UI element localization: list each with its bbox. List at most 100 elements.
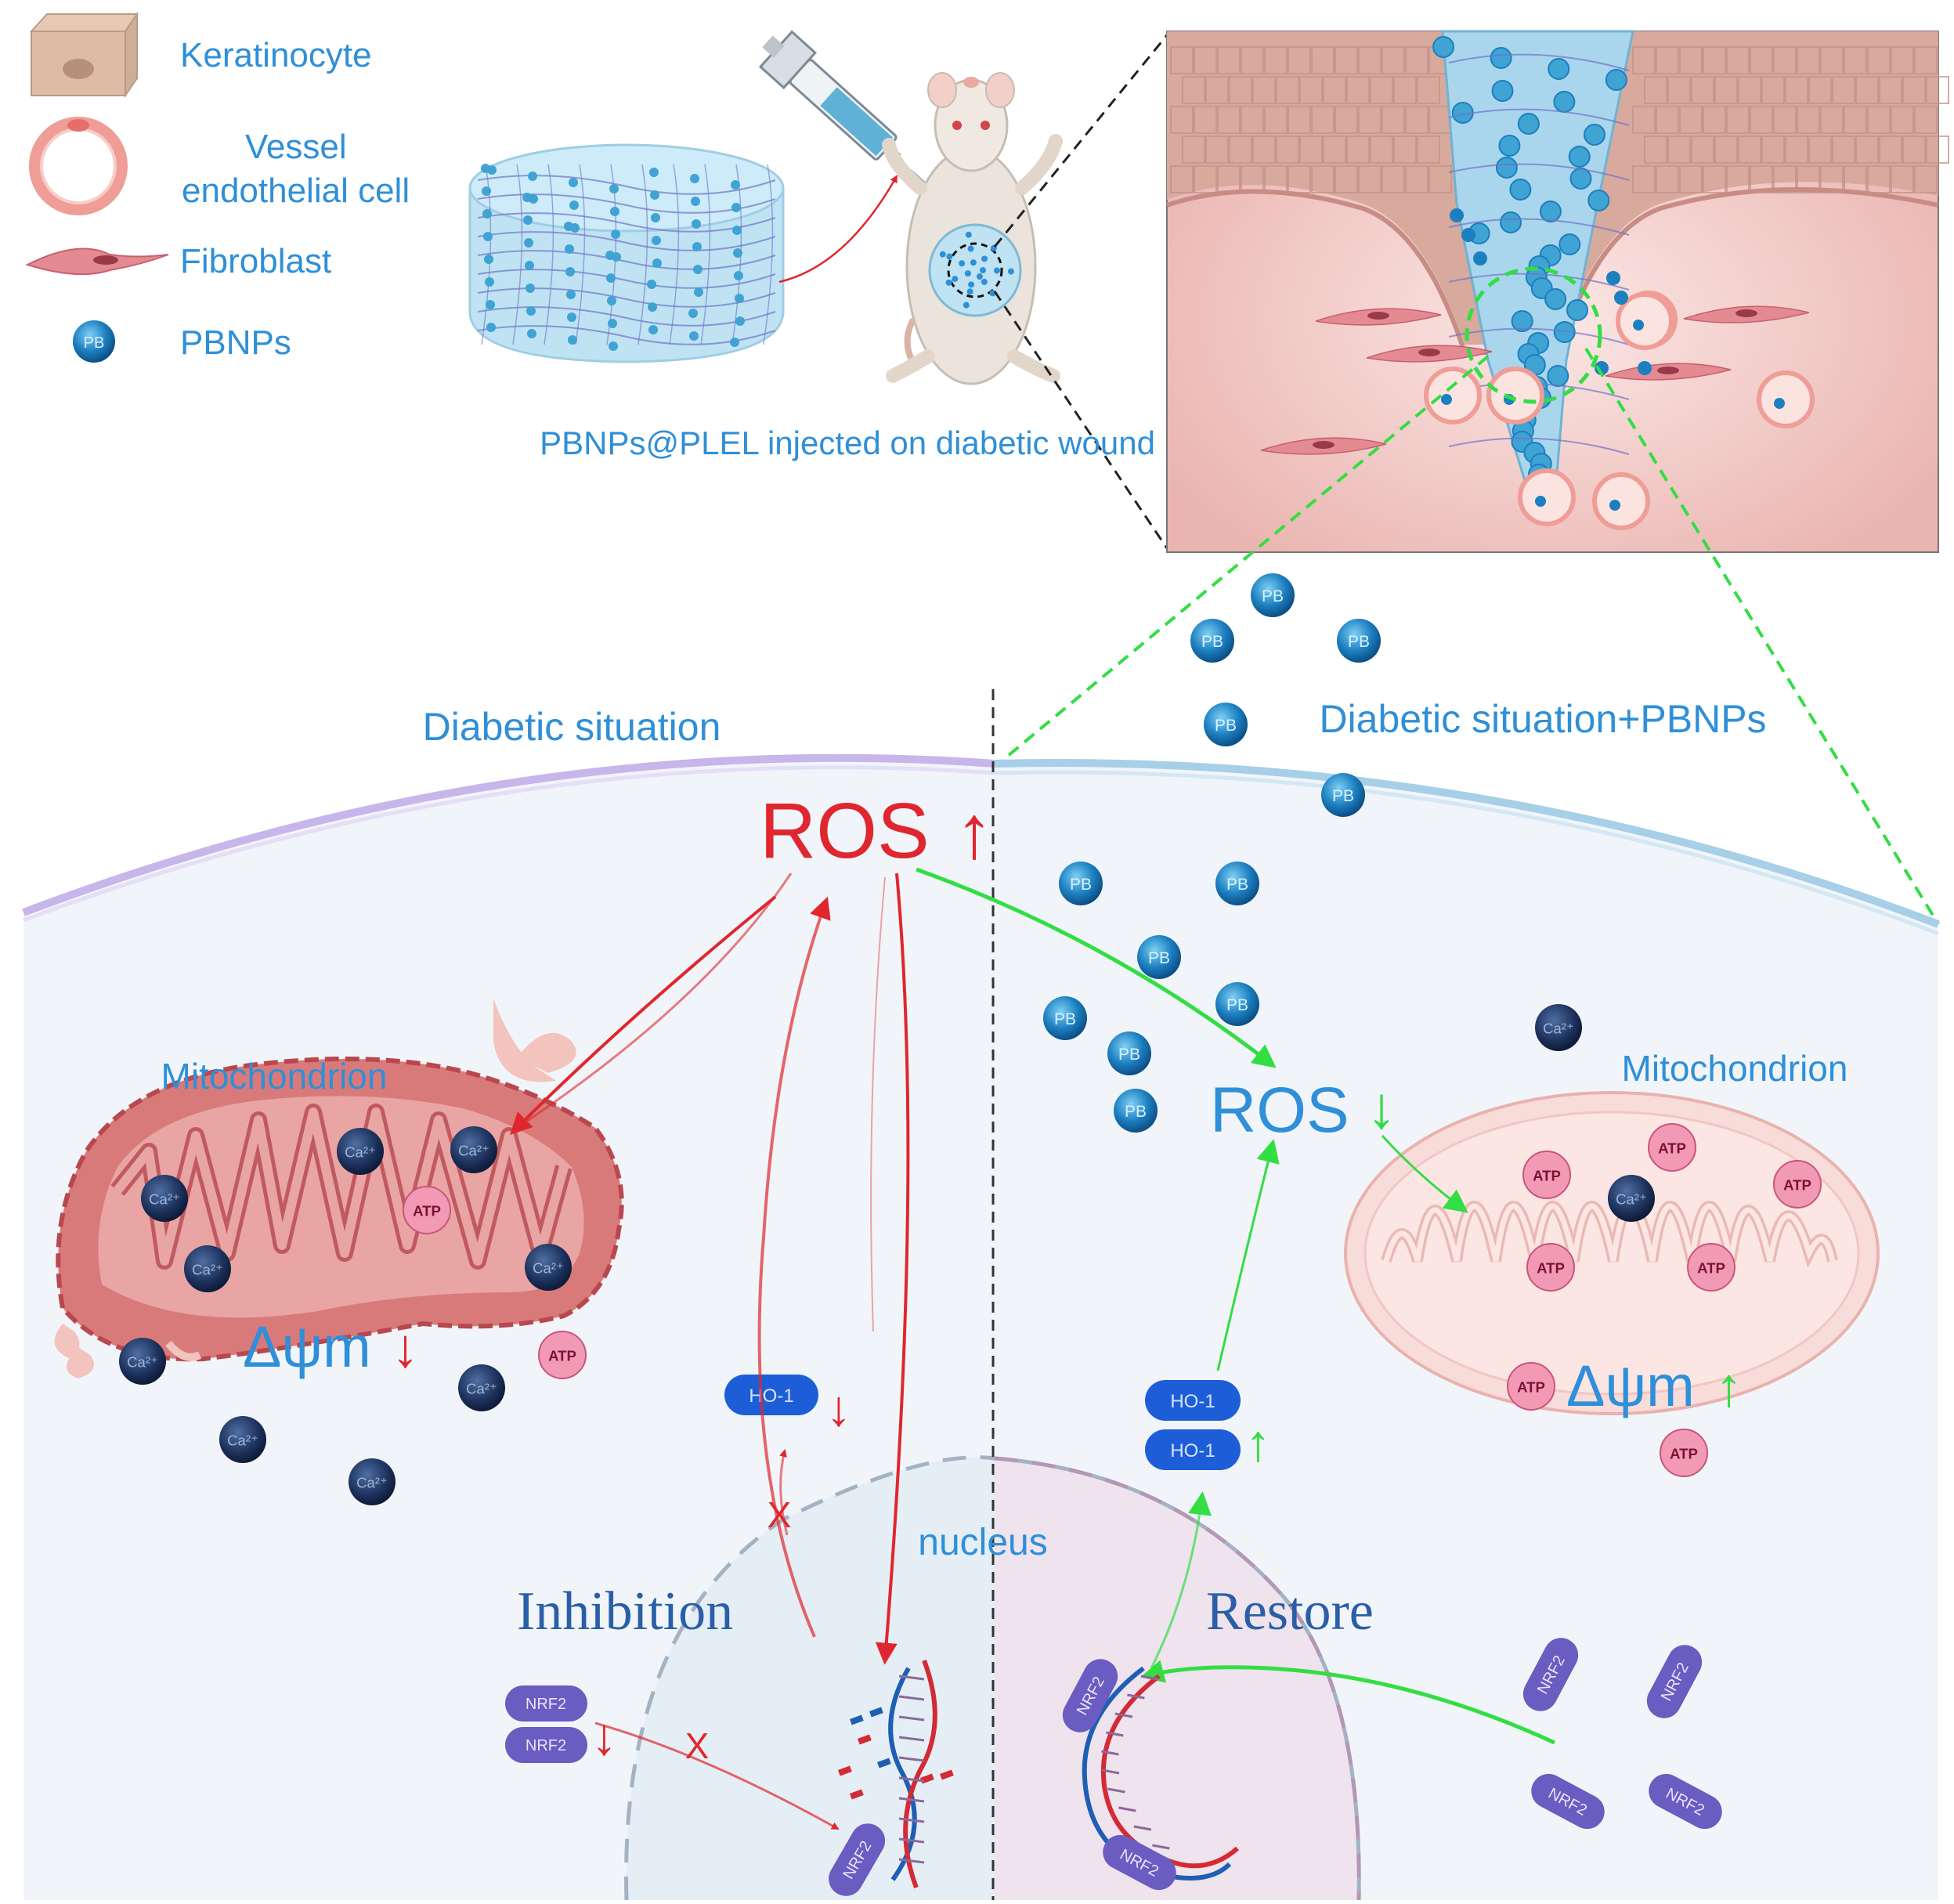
injection-caption: PBNPs@PLEL injected on diabetic wound: [540, 425, 1155, 461]
hydrogel-cylinder: [468, 143, 785, 363]
ca-particle: Ca²⁺: [141, 1175, 188, 1222]
left-nrf2-proteins: NRF2 NRF2: [505, 1685, 587, 1763]
cell-membrane-left: [22, 753, 995, 916]
restore-label: Restore: [1206, 1581, 1374, 1642]
pb-particle: PB: [1215, 862, 1259, 905]
mouse-icon: [882, 72, 1063, 385]
ca-particle: Ca²⁺: [525, 1244, 572, 1291]
zoom-line-upper: [993, 34, 1168, 247]
left-ho1-protein: HO-1: [724, 1375, 818, 1415]
ca-particle-label: Ca²⁺: [356, 1475, 388, 1491]
right-ho1-proteins: HO-1 HO-1: [1145, 1380, 1241, 1470]
wound-zoom-panel: [1166, 30, 1949, 553]
legend-vessel-label-line1: Vessel: [245, 128, 347, 166]
ca-particle: Ca²⁺: [119, 1338, 166, 1385]
arrow-ros-damages-mito: [510, 895, 777, 1135]
ca-particle-label: Ca²⁺: [1616, 1191, 1647, 1208]
ca-particle-label: Ca²⁺: [1543, 1021, 1574, 1037]
right-ho1-label-2: HO-1: [1170, 1440, 1215, 1461]
block-x-ho1: X: [768, 1494, 792, 1535]
atp-particle: ATP: [1522, 1151, 1571, 1199]
ca-particle: Ca²⁺: [337, 1128, 384, 1175]
arrow-ros-to-dna-left: [875, 873, 910, 1665]
pb-particle-label: PB: [1226, 996, 1248, 1014]
right-ros-down-arrow: ↓: [1367, 1075, 1396, 1141]
ca-particle-label: Ca²⁺: [192, 1262, 223, 1278]
atp-particle: ATP: [538, 1331, 587, 1379]
ca-particle: Ca²⁺: [458, 1364, 505, 1411]
arrow-ros-scavenged: [916, 867, 1277, 1068]
pb-particle: PB: [1190, 619, 1234, 663]
keratinocyte-icon: [29, 11, 139, 99]
pb-particle-label: PB: [1125, 1103, 1147, 1121]
ca-particle-label: Ca²⁺: [227, 1433, 258, 1449]
pb-particle: PB: [1215, 982, 1259, 1026]
arrow-ho1-to-ros-left: [757, 896, 831, 1638]
arrow-ros-to-mito: [516, 873, 793, 1129]
right-ros-label: ROS: [1210, 1075, 1349, 1146]
ca-particle-label: Ca²⁺: [466, 1381, 497, 1397]
pb-particle-label: PB: [1054, 1010, 1076, 1028]
pb-particle-label: PB: [1215, 717, 1237, 735]
left-mitochondrion-label: Mitochondrion: [161, 1056, 388, 1097]
nucleus-label: nucleus: [918, 1522, 1047, 1563]
dna-rungs: [1101, 1675, 1170, 1850]
pb-particle: PB: [1137, 935, 1181, 979]
left-ros-up-arrow: ↑: [955, 790, 993, 874]
ca-particle-label: Ca²⁺: [127, 1354, 158, 1371]
pb-particle-label: PB: [1348, 633, 1370, 651]
fibroblast-icon: [25, 247, 169, 276]
wound-hydrogel-dots: [939, 231, 1014, 309]
atp-particle-label: ATP: [1517, 1379, 1545, 1396]
pb-particle-label: PB: [1148, 949, 1170, 967]
pb-particle: PB: [1043, 996, 1087, 1040]
block-x-nrf2: X: [685, 1725, 710, 1766]
atp-particle-label: ATP: [1658, 1140, 1686, 1157]
pb-particle: PB: [1114, 1089, 1158, 1133]
syringe-icon: [758, 30, 929, 187]
nucleus-left-half: [626, 1457, 995, 1900]
arrow-dna-to-ho1-right: [1150, 1491, 1212, 1669]
right-delta-psi-up-arrow: ↑: [1715, 1357, 1743, 1418]
legend-vessel-label-line2: endothelial cell: [182, 172, 410, 210]
green-zoom-circle: [1465, 266, 1602, 404]
left-delta-psi-down-arrow: ↓: [392, 1317, 419, 1378]
legend-fibroblast-label: Fibroblast: [180, 242, 331, 280]
atp-particle: ATP: [1687, 1243, 1735, 1292]
arrow-nrf2-to-dna-blocked: [594, 1722, 840, 1830]
right-ho1-label-1: HO-1: [1170, 1391, 1215, 1412]
legend-keratinocyte-label: Keratinocyte: [180, 36, 372, 74]
atp-particle-label: ATP: [1533, 1168, 1561, 1184]
left-nrf2-down-arrow: ↓: [591, 1707, 617, 1765]
injection-arrow: [778, 175, 898, 284]
legend: Keratinocyte Vessel endothelial cell Fib…: [25, 11, 410, 363]
ca-particle-label: Ca²⁺: [149, 1191, 180, 1208]
vessel-endothelial-cell-icon: [29, 117, 128, 215]
ca-particle-label: Ca²⁺: [533, 1260, 564, 1277]
ca-particle: Ca²⁺: [184, 1245, 231, 1292]
arrow-nrf2-to-ho1-blocked: [779, 1449, 789, 1536]
green-zoom-line-left: [997, 355, 1490, 765]
atp-particle-label: ATP: [1537, 1260, 1565, 1277]
pb-particle-label: PB: [1201, 633, 1223, 651]
ca-particle-label: Ca²⁺: [345, 1144, 376, 1161]
pbnp-icon-label: PB: [84, 334, 105, 352]
wound-cells: [1260, 208, 1815, 530]
ca-particle: Ca²⁺: [1535, 1004, 1582, 1051]
pb-particle: PB: [1204, 703, 1248, 746]
arrow-nrf2-to-dna-right: [1140, 1660, 1556, 1745]
free-nrf2-proteins: NRF2 NRF2 NRF2 NRF2: [1522, 1638, 1722, 1830]
keratinocyte-layer: [1170, 46, 1949, 193]
pb-particle: PB: [1059, 862, 1103, 905]
right-panel-title: Diabetic situation+PBNPs: [1319, 697, 1766, 741]
pb-particle: PB: [1107, 1031, 1151, 1075]
right-ho1-up-arrow: ↑: [1245, 1414, 1271, 1472]
ca-particle: Ca²⁺: [349, 1458, 395, 1505]
left-panel-title: Diabetic situation: [423, 705, 721, 749]
atp-particle: ATP: [1773, 1160, 1822, 1209]
pb-particle-label: PB: [1332, 787, 1354, 805]
atp-particle: ATP: [403, 1186, 451, 1234]
pb-particle: PB: [1321, 773, 1365, 817]
hydrogel-network: [477, 164, 776, 351]
